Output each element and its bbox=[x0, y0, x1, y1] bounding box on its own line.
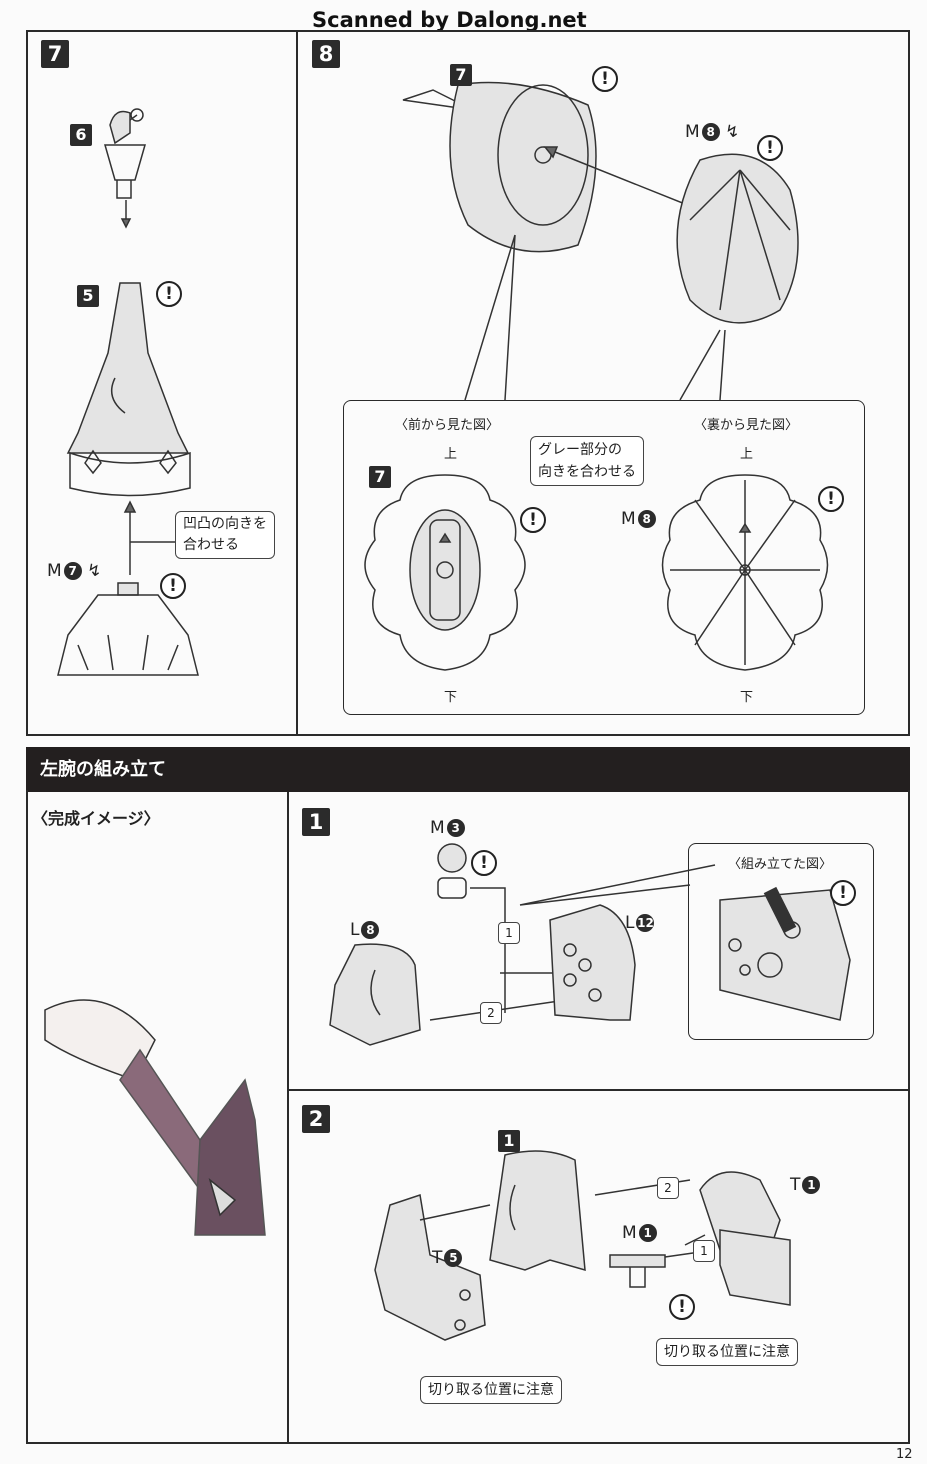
runner-letter: M bbox=[621, 509, 636, 529]
runner-letter: T bbox=[432, 1248, 443, 1268]
left-arm-frame bbox=[26, 790, 910, 1444]
runner-number: 8 bbox=[361, 921, 380, 939]
assembled-view-title: 〈組み立てた図〉 bbox=[728, 857, 833, 872]
zoom-lines bbox=[464, 234, 726, 401]
part-6-label: 6 bbox=[70, 124, 92, 146]
cut-icon: ↯ bbox=[81, 561, 102, 581]
sequence-1: 1 bbox=[498, 922, 520, 944]
runner-letter: L bbox=[350, 920, 360, 940]
up-label: 上 bbox=[740, 447, 754, 462]
front-view-illustration bbox=[364, 474, 526, 671]
joint-illustration bbox=[437, 843, 506, 1013]
down-label: 下 bbox=[740, 690, 754, 705]
step-8-number: 8 bbox=[312, 40, 340, 68]
callout-line-1: 凹凸の向きを bbox=[183, 516, 267, 532]
callout-line-1: グレー部分の bbox=[538, 442, 622, 458]
cut-position-callout-left: 切り取る位置に注意 bbox=[420, 1376, 562, 1404]
runner-letter: M bbox=[430, 818, 445, 838]
back-view-illustration bbox=[661, 474, 829, 671]
runner-number: 1 bbox=[802, 1176, 821, 1194]
runner-letter: M bbox=[622, 1223, 637, 1243]
warning-icon: ! bbox=[830, 880, 856, 906]
upper-arm-illustration bbox=[549, 904, 636, 1021]
warning-icon: ! bbox=[757, 135, 783, 161]
runner-letter: T bbox=[790, 1175, 801, 1195]
completed-image-label: 〈完成イメージ〉 bbox=[32, 809, 160, 828]
divider bbox=[296, 30, 298, 736]
top-steps-frame bbox=[26, 30, 910, 736]
cut-position-callout-right: 切り取る位置に注意 bbox=[656, 1338, 798, 1366]
section-title: 左腕の組み立て bbox=[26, 747, 910, 792]
sequence-2: 2 bbox=[480, 1002, 502, 1024]
step-2-number: 2 bbox=[302, 1105, 330, 1133]
callout-line-2: 向きを合わせる bbox=[538, 464, 636, 480]
forearm-cover-illustration bbox=[329, 943, 421, 1046]
arm-shell-illustration bbox=[489, 1150, 691, 1272]
sequence-2: 2 bbox=[657, 1177, 679, 1199]
warning-icon: ! bbox=[471, 850, 497, 876]
gray-part-callout: グレー部分の 向きを合わせる bbox=[530, 436, 644, 486]
runner-number: 1 bbox=[638, 1224, 657, 1242]
step-7-number: 7 bbox=[41, 40, 69, 68]
runner-letter: L bbox=[625, 913, 635, 933]
down-label: 下 bbox=[444, 690, 458, 705]
head-part-illustration bbox=[104, 108, 146, 229]
runner-number: 5 bbox=[444, 1249, 463, 1267]
warning-icon: ! bbox=[669, 1294, 695, 1320]
runner-number: 3 bbox=[446, 819, 465, 837]
align-callout: 凹凸の向きを 合わせる bbox=[175, 511, 275, 559]
forearm-illustration bbox=[374, 1194, 491, 1341]
assembled-view-inset bbox=[688, 843, 874, 1040]
part-7-label: 7 bbox=[450, 64, 472, 86]
part-1-label: 1 bbox=[498, 1130, 520, 1152]
view-inset bbox=[343, 400, 865, 715]
part-5-label: 5 bbox=[77, 285, 99, 307]
divider bbox=[287, 792, 289, 1444]
back-view-title: 〈裏から見た図〉 bbox=[694, 418, 799, 433]
warning-icon: ! bbox=[818, 486, 844, 512]
warning-icon: ! bbox=[592, 66, 618, 92]
runner-number: 7 bbox=[63, 562, 82, 580]
skirt-illustration bbox=[402, 81, 597, 253]
front-part-label: 7 bbox=[369, 466, 391, 488]
connector-illustration bbox=[609, 1251, 701, 1288]
callout-pointer-lines bbox=[519, 864, 716, 906]
runner-number: 12 bbox=[636, 914, 655, 932]
assembled-arm-illustration bbox=[719, 886, 851, 1021]
base-illustration bbox=[57, 582, 199, 676]
dress-part-illustration bbox=[66, 282, 191, 497]
cut-icon: ↯ bbox=[719, 122, 740, 142]
front-view-title: 〈前から見た図〉 bbox=[395, 418, 500, 433]
sequence-1: 1 bbox=[693, 1240, 715, 1262]
warning-icon: ! bbox=[160, 573, 186, 599]
runner-letter: M bbox=[685, 122, 700, 142]
divider bbox=[287, 1089, 910, 1091]
runner-number: 8 bbox=[637, 510, 656, 528]
runner-number: 8 bbox=[701, 123, 720, 141]
hand-part-illustration bbox=[684, 1171, 791, 1306]
warning-icon: ! bbox=[156, 281, 182, 307]
arrow-up bbox=[123, 500, 180, 575]
completed-arm-image bbox=[44, 999, 266, 1236]
runner-letter: M bbox=[47, 561, 62, 581]
step-1-number: 1 bbox=[302, 808, 330, 836]
page-number: 12 bbox=[896, 1447, 913, 1462]
watermark: Scanned by Dalong.net bbox=[312, 8, 587, 32]
warning-icon: ! bbox=[520, 507, 546, 533]
up-label: 上 bbox=[444, 447, 458, 462]
callout-line-2: 合わせる bbox=[183, 537, 239, 553]
cap-illustration bbox=[543, 146, 799, 324]
